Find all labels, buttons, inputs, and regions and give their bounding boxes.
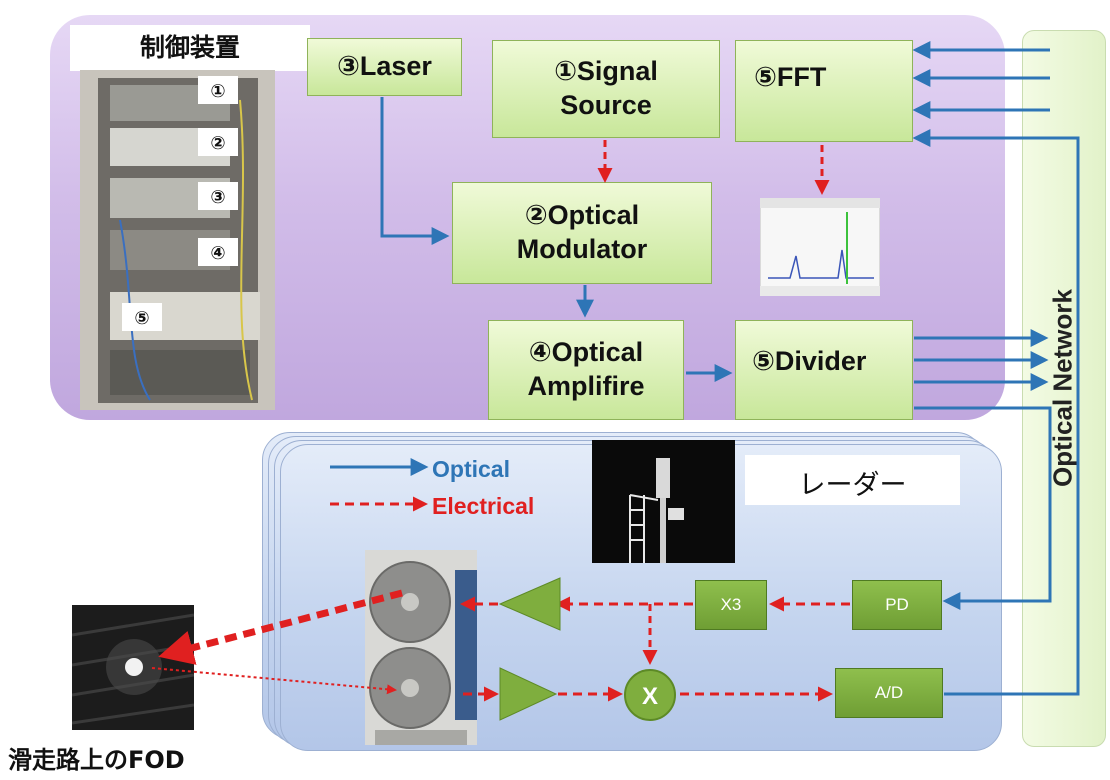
receive-amplifier	[499, 667, 558, 721]
rack-cabling	[110, 350, 250, 395]
tower-top-unit	[656, 458, 670, 498]
fod-caption: 滑走路上のFOD	[8, 746, 185, 774]
spectrum-statusbar	[760, 286, 880, 296]
radar-label-background	[745, 455, 960, 505]
radar-label: レーダー	[798, 470, 907, 501]
tripler-block: X3	[695, 580, 767, 630]
mixer-label: X	[641, 683, 658, 710]
fod-photo	[72, 605, 194, 730]
mixer-circle	[624, 669, 676, 721]
optical-amplifier-block: ④Optical Amplifire	[488, 320, 684, 420]
fft-spectrum-screenshot	[760, 198, 880, 296]
rack-marker-3-bg	[198, 182, 238, 210]
control-title: 制御装置	[139, 33, 240, 62]
rack-marker-3: ③	[210, 187, 225, 208]
rack-marker-5: ⑤	[134, 308, 149, 329]
rack-marker-4: ④	[210, 243, 225, 264]
transmit-beam	[158, 589, 403, 665]
rack-marker-4-bg	[198, 238, 238, 266]
rack-cable-yellow	[239, 99, 253, 401]
fft-block: ⑤FFT	[735, 40, 913, 142]
radar-tower-photo	[592, 440, 735, 563]
ad-converter-block: A/D	[835, 668, 943, 718]
tower-pole	[660, 498, 666, 563]
rack-marker-1-bg	[198, 76, 238, 104]
receive-dish-feed	[401, 679, 419, 697]
rack-marker-1: ①	[210, 81, 225, 102]
rack-marker-5-bg	[122, 303, 162, 331]
spectrum-toolbar	[760, 198, 880, 208]
laser-block: ③Laser	[307, 38, 462, 96]
rack-marker-2: ②	[210, 133, 225, 154]
ad-to-fft-arrow	[912, 129, 1080, 696]
control-title-background	[70, 25, 310, 71]
antenna-base	[375, 730, 467, 745]
spectrum-frame	[760, 198, 880, 296]
tower-antenna	[668, 508, 684, 520]
legend-electrical-label: Electrical	[432, 493, 535, 519]
spectrum-trace	[768, 249, 874, 279]
signal-source-block: ①Signal Source	[492, 40, 720, 138]
tower-ladder	[629, 494, 659, 563]
divider-block: ⑤Divider	[735, 320, 913, 420]
network-to-pd-arrow	[914, 406, 1052, 610]
photodiode-block: PD	[852, 580, 942, 630]
transmit-amplifier	[498, 577, 561, 631]
optical-modulator-block: ②Optical Modulator	[452, 182, 712, 284]
rack-marker-2-bg	[198, 128, 238, 156]
equipment-rack-photo: ① ② ③ ④ ⑤	[80, 70, 275, 410]
reflected-beam	[151, 667, 397, 695]
laser-to-modulator-arrow	[380, 97, 450, 245]
foreign-object	[125, 658, 143, 676]
transmit-dish-feed	[401, 593, 419, 611]
legend-optical-label: Optical	[432, 456, 510, 482]
